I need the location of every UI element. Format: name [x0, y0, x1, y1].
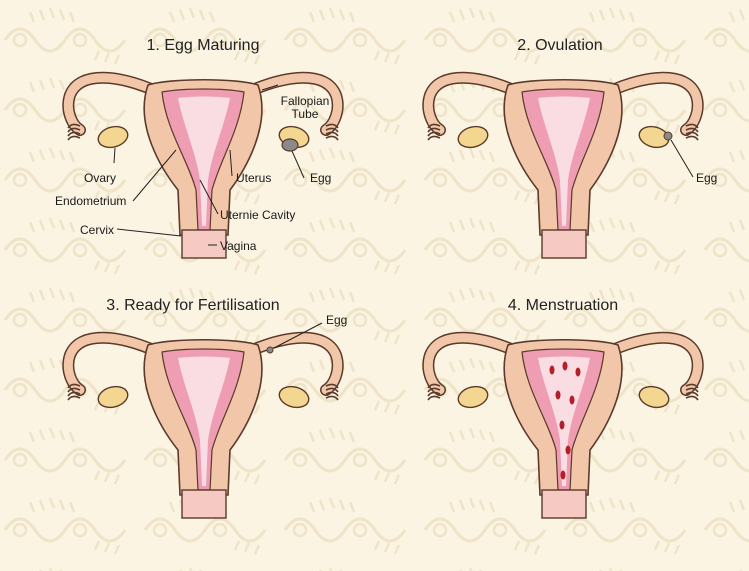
- vagina: [542, 230, 586, 258]
- label-endometrium: Endometrium: [55, 195, 126, 208]
- leader-line: [671, 140, 693, 177]
- ovary-left: [96, 383, 130, 410]
- ovary-left: [96, 123, 130, 150]
- ovary-left: [456, 383, 490, 410]
- panel-egg-maturing: 1. Egg Maturing Fallopian Tube Ovary Egg…: [40, 30, 370, 275]
- panel-menstruation: 4. Menstruation: [400, 290, 730, 535]
- leader-line: [292, 151, 304, 178]
- vagina: [182, 490, 226, 518]
- ovary-left: [456, 123, 490, 150]
- fimbria: [686, 396, 698, 400]
- egg: [282, 139, 298, 151]
- fimbria: [686, 136, 698, 140]
- leader-line: [117, 229, 181, 236]
- blood-drop: [556, 391, 561, 400]
- blood-drop: [560, 421, 565, 430]
- panel-ready-for-fertilisation: 3. Ready for Fertilisation Egg: [40, 290, 370, 535]
- blood-drop: [561, 471, 566, 480]
- fimbria: [326, 136, 338, 140]
- uterus-diagram: [400, 30, 730, 275]
- label-egg: Egg: [696, 172, 717, 185]
- uterus-diagram: [40, 30, 370, 275]
- label-vagina: Vagina: [220, 240, 256, 253]
- fimbria: [326, 396, 338, 400]
- label-fallopian-tube: Fallopian Tube: [281, 95, 330, 121]
- ovary-right: [637, 383, 671, 410]
- blood-drop: [576, 368, 581, 377]
- label-ovary: Ovary: [84, 172, 116, 185]
- label-egg: Egg: [326, 314, 347, 327]
- fimbria: [68, 396, 80, 400]
- egg: [267, 347, 273, 353]
- blood-drop: [550, 366, 555, 375]
- egg: [664, 132, 672, 140]
- label-fallopian-tube-line1: Fallopian: [281, 94, 330, 108]
- label-fallopian-tube-line2: Tube: [292, 107, 319, 121]
- label-egg: Egg: [310, 172, 331, 185]
- blood-drop: [563, 362, 568, 371]
- vagina: [542, 490, 586, 518]
- fimbria: [68, 136, 80, 140]
- label-cervix: Cervix: [80, 224, 114, 237]
- ovary-right: [277, 383, 311, 410]
- uterus-diagram: [40, 290, 370, 535]
- panel-ovulation: 2. Ovulation Egg: [400, 30, 730, 275]
- uterus-diagram: [400, 290, 730, 535]
- blood-drop: [570, 396, 575, 405]
- label-uterine-cavity: Uternie Cavity: [220, 209, 295, 222]
- fimbria: [428, 396, 440, 400]
- fimbria: [428, 136, 440, 140]
- label-uterus: Uterus: [236, 172, 271, 185]
- blood-drop: [566, 446, 571, 455]
- leader-line: [114, 148, 115, 163]
